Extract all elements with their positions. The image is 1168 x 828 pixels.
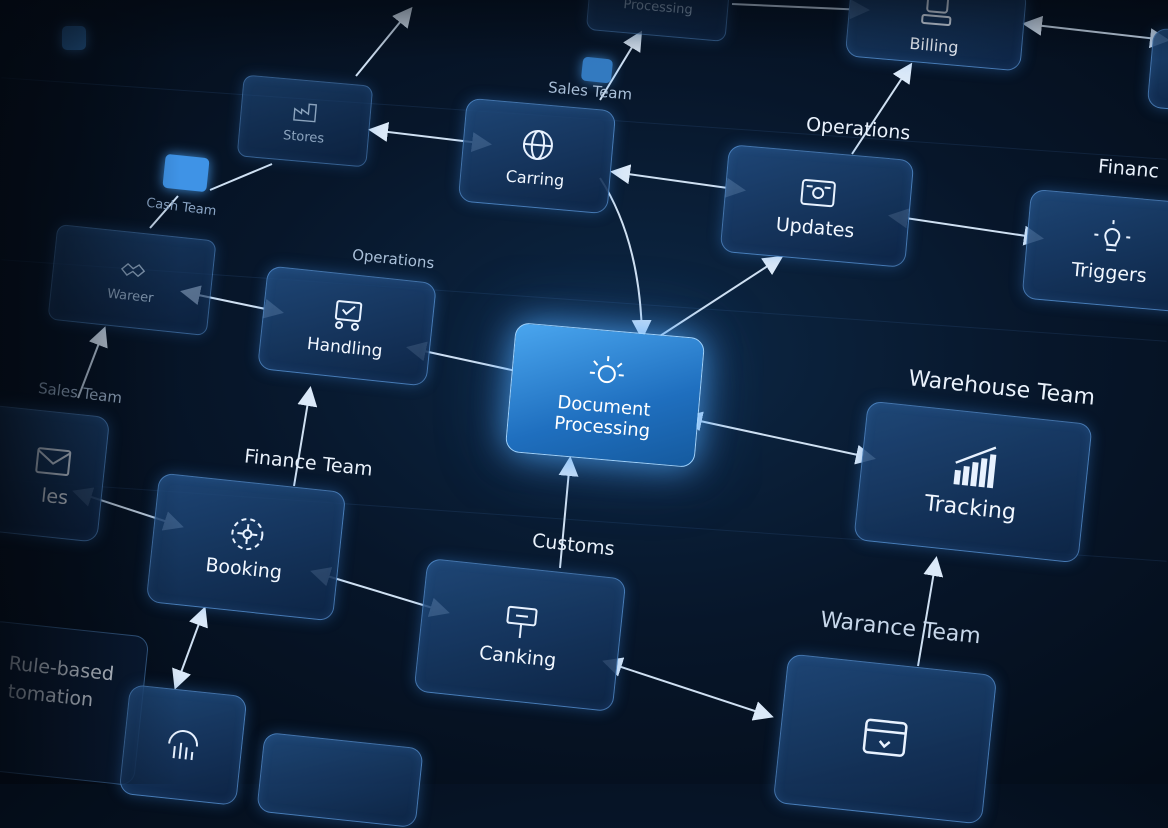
node-bottom-right[interactable] <box>773 653 998 824</box>
connector-billing-right <box>1026 24 1166 40</box>
signpost-icon <box>499 600 543 644</box>
node-label: Tracking <box>923 493 1017 526</box>
connector-canking-bottomright <box>606 662 770 716</box>
factory-icon <box>291 96 321 126</box>
node-label: Triggers <box>1071 261 1148 287</box>
connector-warance-tracking <box>918 560 936 666</box>
globe-icon <box>516 123 559 166</box>
connector-document-updates <box>660 258 780 336</box>
node-partial-bottom[interactable] <box>256 732 423 828</box>
node-rule-based[interactable] <box>119 684 248 806</box>
cash-team-chip <box>162 154 209 192</box>
connector-document-tracking <box>686 418 872 458</box>
node-canking[interactable]: Canking <box>414 558 627 712</box>
sales-team-chip <box>581 56 613 83</box>
lightbulb-icon <box>1090 216 1133 259</box>
caption-line-2: tomation <box>7 681 94 712</box>
node-carring[interactable]: Carring <box>458 98 616 215</box>
box-icon <box>853 711 918 767</box>
node-updates[interactable]: Updates <box>720 144 915 268</box>
node-wareer[interactable]: Wareer <box>47 224 216 336</box>
bar-chart-icon <box>161 723 205 767</box>
node-les[interactable]: les <box>0 403 110 542</box>
node-label: Booking <box>204 556 282 584</box>
connector-cash-stores <box>210 164 272 190</box>
node-label: Processing <box>623 0 693 18</box>
connector-stores-top <box>356 10 410 76</box>
workflow-canvas: Sales Team Operations Financ Cash Team O… <box>0 0 1168 784</box>
network-icon <box>225 512 269 556</box>
node-label: Updates <box>775 216 855 243</box>
node-triggers[interactable]: Triggers <box>1022 189 1168 313</box>
node-label: Stores <box>282 129 324 146</box>
node-stores[interactable]: Stores <box>237 74 374 167</box>
stamp-icon <box>915 0 958 33</box>
node-label: Carring <box>505 168 565 190</box>
node-document-processing[interactable]: Document Processing <box>505 322 706 468</box>
handshake-icon <box>118 255 149 286</box>
node-tracking[interactable]: Tracking <box>853 401 1092 564</box>
envelope-icon <box>31 440 75 484</box>
node-label: Billing <box>909 35 959 56</box>
lightbulb-icon <box>585 351 628 394</box>
sidebar-chip <box>62 26 86 50</box>
bar-chart-icon <box>940 440 1009 494</box>
connector-updates-triggers <box>892 216 1040 238</box>
node-label: Wareer <box>106 288 154 306</box>
node-handling[interactable]: Handling <box>257 265 437 386</box>
connector-carring-updates <box>614 172 742 190</box>
connector-processing-billing <box>732 4 866 10</box>
node-label: Handling <box>306 336 383 362</box>
node-booking[interactable]: Booking <box>146 473 347 622</box>
connector-bottom-booking <box>176 610 204 686</box>
id-card-icon <box>796 171 839 214</box>
cart-icon <box>326 292 370 336</box>
node-label: Canking <box>478 644 557 672</box>
node-label: les <box>40 487 69 510</box>
